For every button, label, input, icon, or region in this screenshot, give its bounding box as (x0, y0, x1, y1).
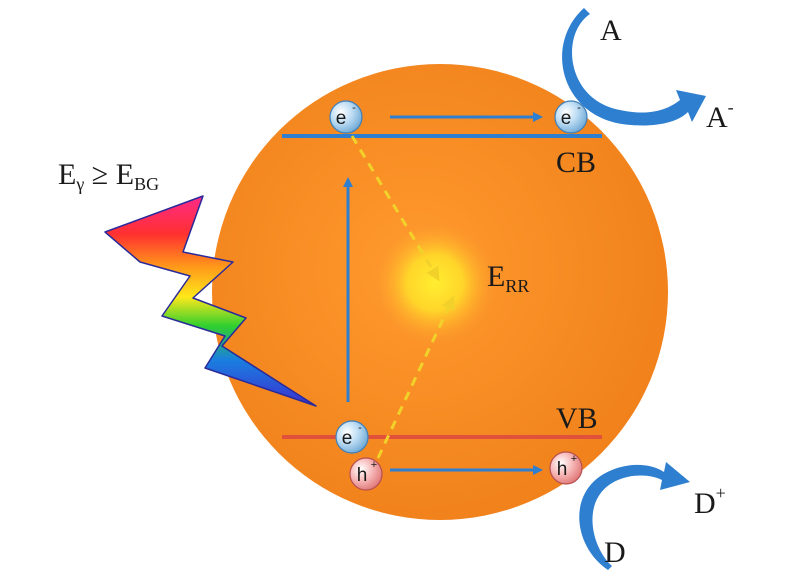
reduced-acceptor-label: A- (706, 97, 734, 134)
svg-text:+: + (371, 459, 377, 471)
svg-text:-: - (358, 422, 362, 434)
recombination-energy-label: ERR (487, 260, 530, 296)
oxidized-donor-label: D+ (694, 483, 726, 520)
electron-particle-vb: e - (335, 420, 369, 454)
acceptor-label: A (600, 14, 622, 47)
svg-text:h: h (357, 465, 368, 486)
electron-recombination-path (350, 135, 440, 282)
svg-text:e: e (336, 108, 347, 129)
donor-label: D (604, 536, 626, 569)
svg-text:h: h (557, 459, 568, 480)
electron-particle-cb-start: e - (329, 100, 363, 134)
svg-text:e: e (342, 428, 353, 449)
hole-particle-vb-start: h + (349, 457, 383, 491)
hole-recombination-path (376, 295, 455, 459)
valence-band-label: VB (556, 402, 598, 435)
svg-text:-: - (577, 102, 581, 114)
donor-oxidation-arrow (579, 462, 690, 570)
recombination-glow (373, 221, 497, 345)
electron-particle-cb-end: e - (554, 100, 588, 134)
svg-text:-: - (352, 102, 356, 114)
conduction-band-label: CB (556, 146, 597, 179)
svg-text:+: + (571, 453, 577, 465)
acceptor-reduction-arrow (562, 8, 706, 126)
excitation-condition-label: Eγ ≥ EBG (58, 158, 160, 194)
svg-text:e: e (561, 108, 572, 129)
photon-lightning-bolt (104, 195, 317, 407)
hole-particle-vb-end: h + (549, 451, 583, 485)
